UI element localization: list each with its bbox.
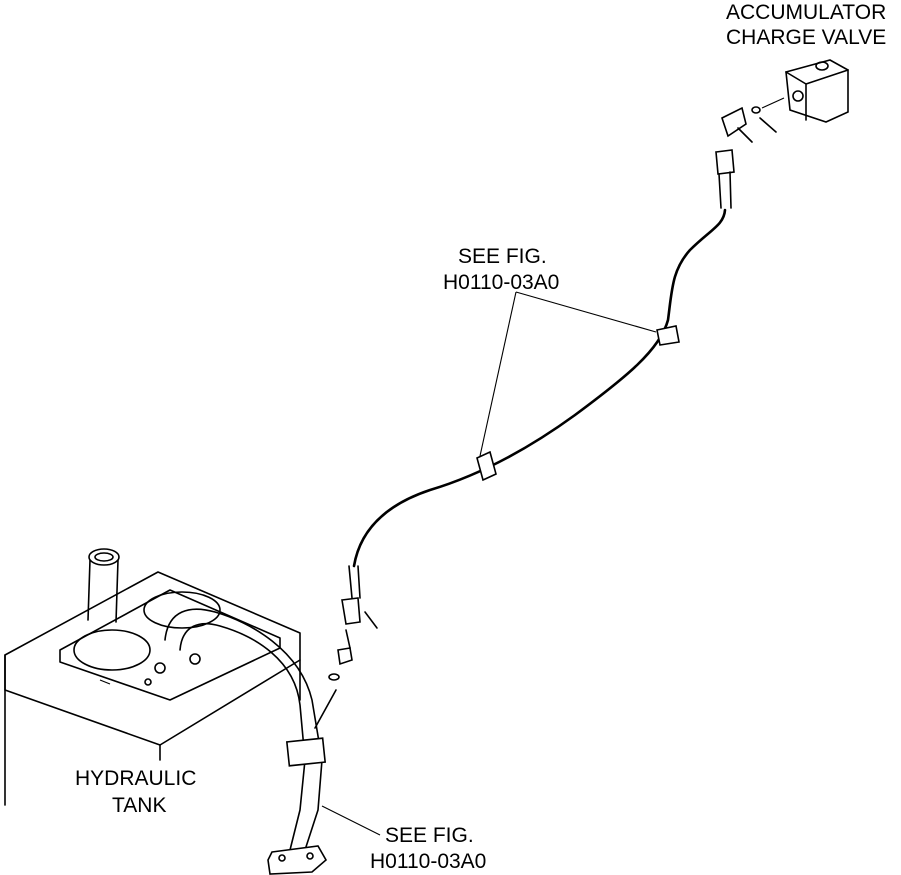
hose-nut	[341, 597, 361, 625]
label-tank-line1: HYDRAULIC	[75, 767, 196, 790]
upper-hose-nut	[715, 149, 735, 175]
elbow-fitting	[337, 647, 353, 666]
tank-fittings	[314, 597, 378, 729]
accumulator-charge-valve	[721, 59, 849, 143]
tank-return-pipe	[164, 608, 328, 875]
label-accumulator-line1: ACCUMULATOR	[726, 1, 886, 24]
callout-leaders	[321, 291, 657, 836]
label-ref-top-line1: SEE FIG.	[458, 245, 547, 268]
label-ref-bottom-line1: SEE FIG.	[385, 824, 474, 847]
pipe-clamp	[285, 737, 327, 767]
valve-elbow	[721, 106, 747, 138]
hose-clip-upper	[656, 325, 680, 346]
pilot-hose	[348, 149, 735, 599]
label-tank-line2: TANK	[112, 794, 166, 817]
hose-clips	[476, 325, 680, 482]
hose-clip-lower	[476, 450, 497, 482]
o-ring	[328, 673, 340, 681]
pipe-flange	[267, 845, 328, 875]
label-accumulator-line2: CHARGE VALVE	[726, 26, 886, 49]
label-ref-top-line2: H0110-03A0	[443, 271, 559, 294]
label-ref-bottom-line2: H0110-03A0	[370, 850, 486, 873]
